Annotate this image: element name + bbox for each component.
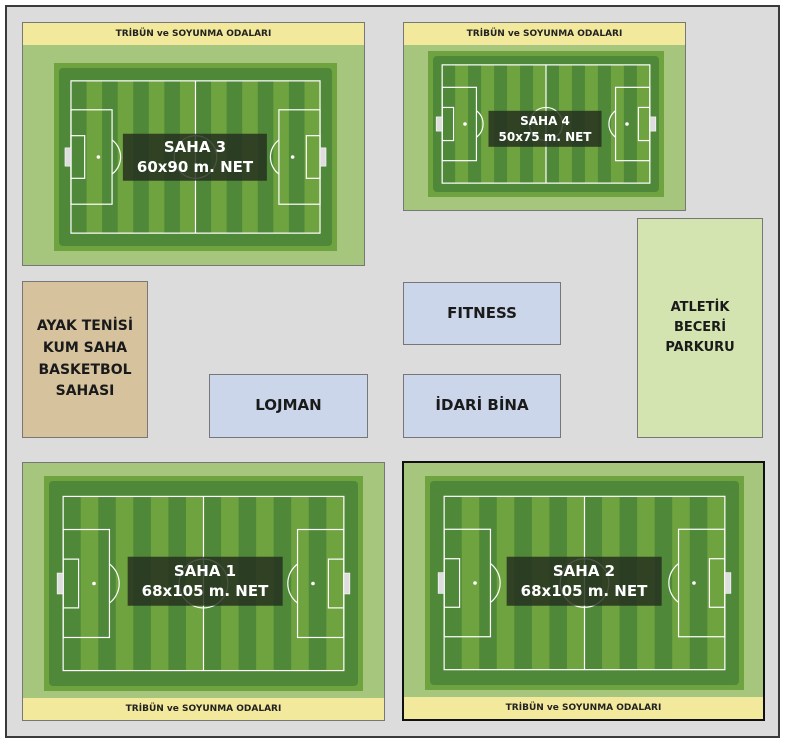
goal [649, 116, 657, 132]
building-label: LOJMAN [255, 396, 322, 415]
grass-stripe [707, 496, 725, 670]
field-name: SAHA 4 [520, 113, 570, 128]
penalty-arc [490, 563, 501, 603]
field-saha-4[interactable]: TRİBÜN ve SOYUNMA ODALARI SAHA 4 50x75 m… [403, 22, 686, 211]
penalty-arc [287, 563, 298, 604]
label-line: SAHASI [55, 383, 115, 400]
label-line: PARKURU [665, 340, 735, 356]
field-name: SAHA 1 [173, 561, 237, 580]
stands-label: TRİBÜN ve SOYUNMA ODALARI [23, 698, 384, 720]
label-line: AYAK TENİSİ [36, 318, 134, 335]
goal [64, 147, 72, 167]
penalty-arc [476, 110, 484, 138]
label-line: ATLETİK [670, 299, 730, 315]
penalty-spot [96, 155, 101, 159]
penalty-arc [608, 110, 616, 138]
grass-stripe [273, 80, 289, 234]
goal [435, 116, 443, 132]
field-size: 68x105 m. NET [141, 582, 269, 600]
grass-stripe [304, 80, 321, 234]
field-label: SAHA 1 68x105 m. NET [127, 556, 283, 606]
penalty-spot [290, 155, 295, 159]
label-line: KUM SAHA [42, 339, 128, 356]
field-name: SAHA 2 [552, 561, 616, 580]
penalty-arc [668, 563, 679, 603]
goal [343, 572, 351, 595]
penalty-spot [311, 581, 315, 586]
field-size: 68x105 m. NET [520, 582, 648, 600]
penalty-spot [473, 581, 477, 585]
field-saha-1[interactable]: TRİBÜN ve SOYUNMA ODALARI SAHA 1 68x105 … [22, 462, 385, 721]
grass-stripe [496, 496, 515, 670]
penalty-spot [625, 122, 629, 126]
penalty-spot [692, 581, 696, 585]
admin-building[interactable]: İDARİ BİNA [403, 374, 561, 438]
field-size: 60x90 m. NET [136, 158, 254, 176]
field-saha-3[interactable]: TRİBÜN ve SOYUNMA ODALARI SAHA 3 60x90 m… [22, 22, 365, 266]
grass-stripe [86, 80, 103, 234]
field-label: SAHA 2 68x105 m. NET [506, 556, 662, 606]
grass-stripe [636, 64, 650, 184]
grass-stripe [80, 496, 99, 671]
penalty-spot [463, 122, 467, 126]
stands-label: TRİBÜN ve SOYUNMA ODALARI [23, 23, 364, 45]
field-saha-2[interactable]: TRİBÜN ve SOYUNMA ODALARI SAHA 2 68x105 … [402, 461, 765, 721]
building-label: FITNESS [447, 303, 517, 322]
stands-label: TRİBÜN ve SOYUNMA ODALARI [404, 697, 763, 719]
goal [319, 147, 327, 167]
penalty-spot [92, 581, 96, 586]
lojman-building[interactable]: LOJMAN [209, 374, 368, 438]
grass-stripe [481, 64, 495, 184]
goal [56, 572, 64, 595]
label-line: BECERİ [673, 319, 727, 335]
goal [724, 572, 732, 594]
field-name: SAHA 3 [163, 137, 227, 156]
sand-court-area[interactable]: AYAK TENİSİ KUM SAHA BASKETBOL SAHASI [22, 281, 148, 438]
penalty-arc [109, 563, 120, 604]
grass-stripe [326, 496, 344, 671]
athletic-track[interactable]: ATLETİK BECERİ PARKURU [637, 218, 763, 438]
penalty-arc [269, 139, 280, 175]
goal [437, 572, 445, 594]
grass-stripe [115, 496, 134, 671]
grass-stripe [455, 64, 469, 184]
grass-stripe [672, 496, 690, 670]
fitness-building[interactable]: FITNESS [403, 282, 561, 345]
building-label: İDARİ BİNA [435, 396, 529, 415]
field-label: SAHA 4 50x75 m. NET [488, 110, 602, 148]
label-line: BASKETBOL [38, 361, 132, 378]
grass-stripe [610, 64, 624, 184]
penalty-arc [111, 139, 122, 175]
grass-stripe [291, 496, 309, 671]
stands-label: TRİBÜN ve SOYUNMA ODALARI [404, 23, 685, 45]
grass-stripe [461, 496, 480, 670]
field-size: 50x75 m. NET [498, 130, 592, 144]
field-label: SAHA 3 60x90 m. NET [122, 133, 268, 181]
